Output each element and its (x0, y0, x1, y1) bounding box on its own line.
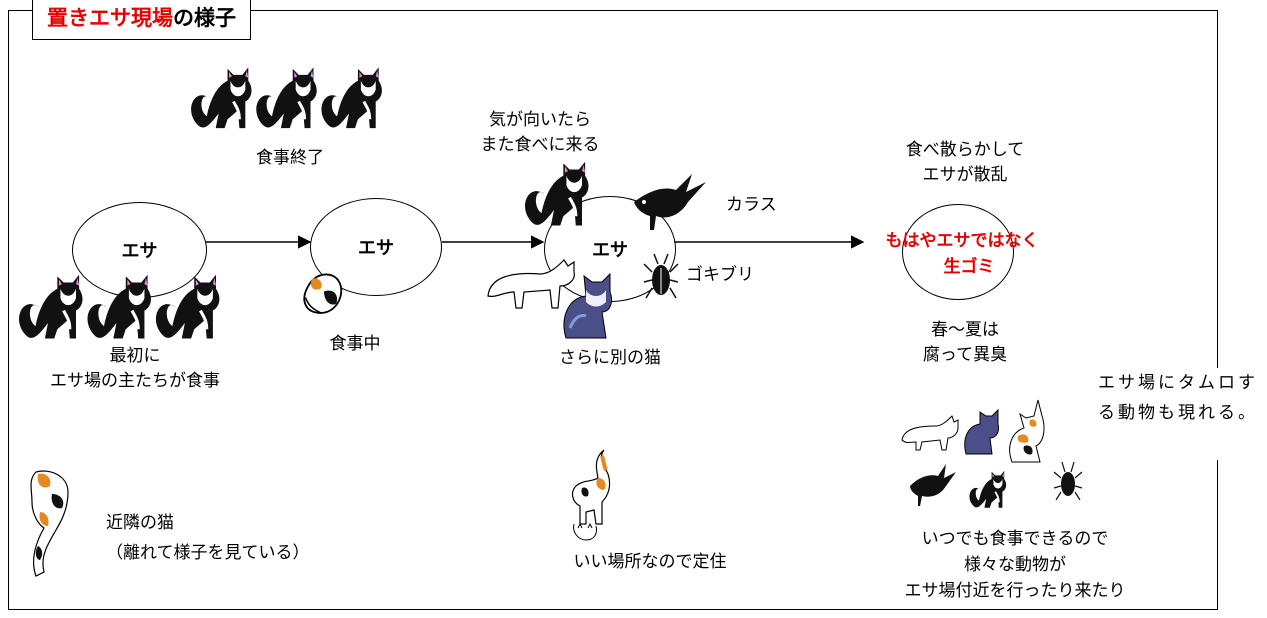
neighbor-cat-icon (30, 470, 69, 577)
label-finished: 食事終了 (256, 148, 324, 168)
garbage-label-line1: もはやエサではなく (885, 231, 1039, 251)
label-anytime-line2: 様々な動物が (964, 555, 1066, 575)
calico-cat-eating-icon (303, 273, 343, 314)
three-cats-finished (189, 65, 384, 130)
label-scatter: 食べ散らかして エサが散乱 (880, 138, 1050, 188)
garbage-label: もはやエサではなく 生ゴミ (872, 228, 1052, 280)
food-node-first-label: エサ (121, 241, 158, 262)
white-cat-icon (487, 259, 575, 309)
label-neighbor-line2: （離れて様子を見ている） (106, 543, 310, 563)
label-first-line2: エサ場の主たちが食事 (50, 371, 220, 391)
cockroach-icon (643, 253, 679, 299)
label-smell-line1: 春～夏は (931, 320, 999, 340)
label-eating: 食事中 (329, 334, 381, 354)
label-smell: 春～夏は 腐って異臭 (900, 318, 1030, 368)
label-first-line1: 最初に (109, 346, 161, 366)
crow-icon (634, 174, 706, 230)
label-anytime-line1: いつでも食事できるので (921, 529, 1109, 549)
blue-cat-icon (563, 272, 613, 339)
label-crow: カラス (726, 195, 777, 215)
callout-note: エサ場にタムロする動物も現れる。 (1098, 368, 1267, 460)
label-smell-line2: 腐って異臭 (922, 345, 1008, 365)
label-revisit-line1: 気が向いたら (489, 110, 591, 130)
resident-cat-icon (571, 449, 611, 541)
food-node-second-label: エサ (358, 238, 394, 259)
three-cats-eating (17, 273, 221, 341)
label-neighbor: 近隣の猫 （離れて様子を見ている） (106, 508, 310, 568)
label-scatter-line2: エサが散乱 (922, 165, 1008, 185)
diagram-title: 置きエサ現場 の様子 (32, 0, 251, 40)
label-neighbor-line1: 近隣の猫 (106, 513, 174, 533)
label-anytime-line3: エサ場付近を行ったり来たり (904, 581, 1126, 601)
label-cockroach: ゴキブリ (686, 265, 754, 285)
label-revisit: 気が向いたら また食べに来る (440, 108, 640, 158)
food-node-second: エサ (310, 198, 442, 296)
label-resident: いい場所なので定住 (573, 552, 727, 572)
garbage-label-line2: 生ゴミ (943, 257, 995, 277)
label-anytime: いつでも食事できるので 様々な動物が エサ場付近を行ったり来たり (860, 526, 1170, 604)
label-another-cat: さらに別の猫 (559, 348, 661, 368)
diagram-frame (8, 10, 1218, 610)
title-rest: の様子 (173, 6, 236, 30)
label-first: 最初に エサ場の主たちが食事 (10, 344, 260, 394)
label-revisit-line2: また食べに来る (480, 135, 600, 155)
garbage-node (902, 204, 1014, 300)
many-animals-icon (901, 399, 1083, 509)
title-highlight: 置きエサ現場 (47, 6, 173, 30)
cat-revisiting-icon (523, 160, 591, 228)
food-node-third-label: エサ (592, 240, 628, 261)
label-scatter-line1: 食べ散らかして (905, 140, 1025, 160)
